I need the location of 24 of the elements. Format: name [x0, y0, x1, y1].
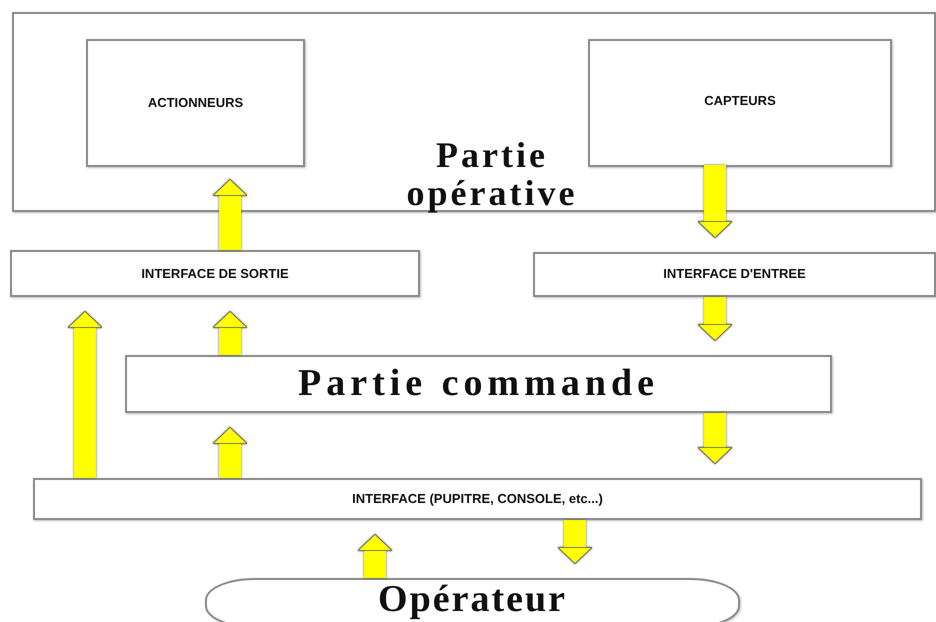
node-label: ACTIONNEURS [148, 94, 244, 110]
node-label: INTERFACE (PUPITRE, CONSOLE, etc...) [352, 492, 603, 506]
block-arrow [212, 427, 248, 478]
block-arrow [358, 534, 392, 578]
block-arrow [212, 311, 248, 355]
block-box [125, 355, 832, 413]
section-title: Partie opérative [406, 137, 578, 213]
block-box [10, 250, 420, 297]
block-box [533, 252, 936, 297]
block-arrow [698, 165, 732, 238]
block-title: Opérateur [378, 580, 567, 620]
node-label: INTERFACE D'ENTREE [663, 265, 806, 281]
block-arrow [698, 297, 732, 341]
block-box [588, 39, 892, 167]
node-label: CAPTEURS [704, 92, 776, 108]
block-title: Partie commande [298, 364, 659, 404]
node-label: INTERFACE DE SORTIE [141, 266, 289, 280]
block-arrow [558, 520, 592, 564]
block-arrow [698, 413, 732, 464]
block-arrow [212, 179, 248, 250]
block-arrow [68, 311, 102, 478]
block-box [86, 39, 305, 167]
block-box [12, 12, 936, 212]
block-box [33, 478, 922, 520]
